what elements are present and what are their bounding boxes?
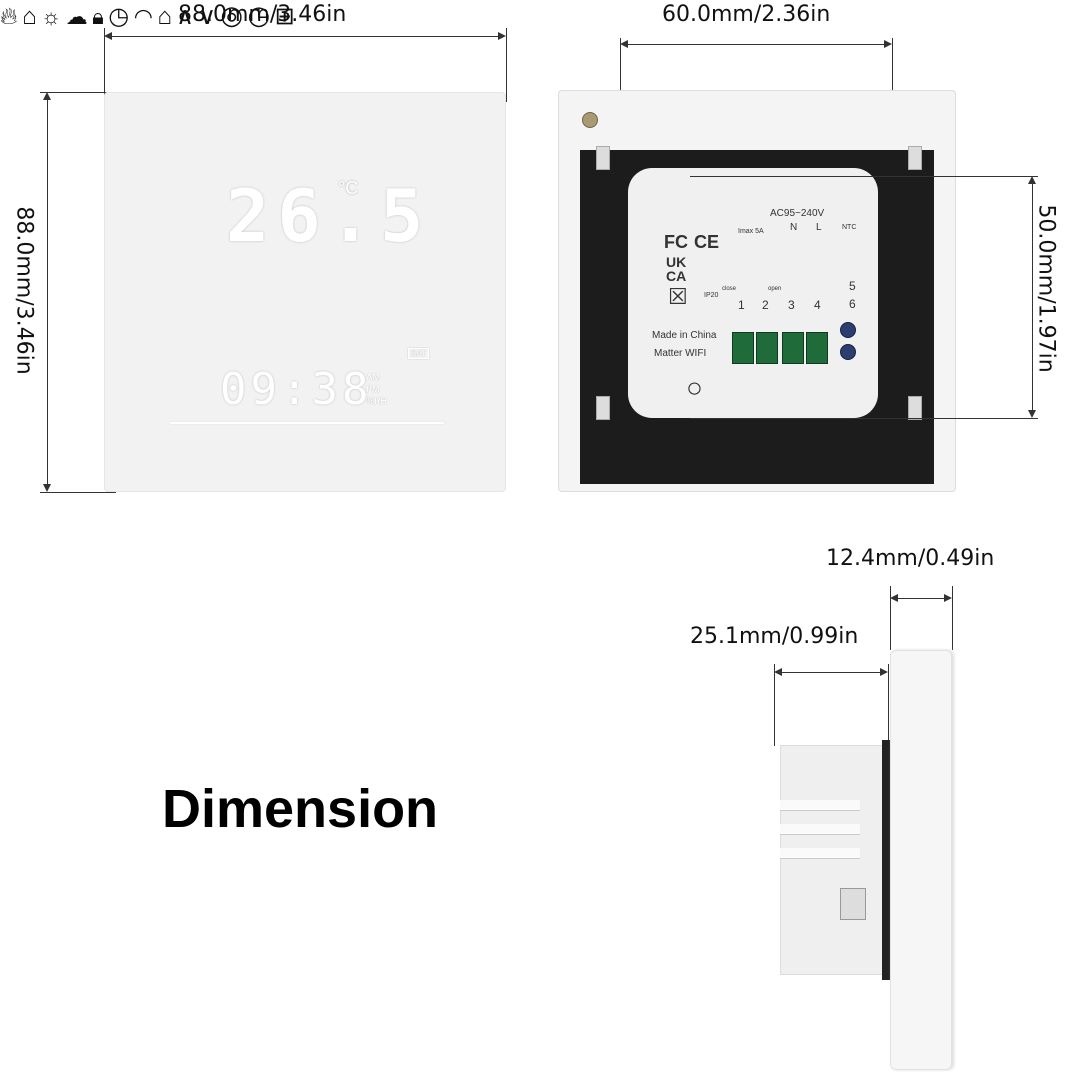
thermostat-side-body	[780, 745, 884, 975]
back-height-line	[1032, 180, 1033, 414]
up-icon[interactable]: ∧	[176, 3, 194, 30]
temperature-unit: °C	[338, 178, 359, 198]
mount-clip-bl	[596, 396, 610, 420]
ce-mark: CE	[694, 232, 720, 252]
imax-rating: Imax 5A	[738, 228, 764, 235]
front-width-tick-right	[506, 28, 507, 102]
body-depth-tick-left	[774, 664, 775, 746]
front-height-tick-top	[40, 92, 116, 93]
front-height-line	[47, 96, 48, 488]
front-width-tick-left	[104, 28, 105, 102]
body-depth-label: 25.1mm/0.99in	[690, 624, 859, 649]
side-bezel-edge	[882, 740, 892, 980]
mount-clip-tr	[908, 146, 922, 170]
terminal-6: 6	[849, 297, 856, 311]
back-width-line	[624, 44, 888, 45]
terminal-n: N	[790, 222, 798, 233]
ntc-label: NTC	[842, 224, 857, 231]
front-height-arrow-top	[43, 92, 51, 100]
front-height-arrow-bottom	[43, 484, 51, 492]
home-away-icon: ⌂	[157, 3, 172, 30]
body-depth-tick-right	[888, 664, 889, 746]
home-c-icon: ⌂	[22, 3, 37, 30]
mount-clip-br	[908, 396, 922, 420]
terminal-l: L	[816, 222, 822, 233]
cloud-icon: ☁	[65, 4, 88, 29]
terminal-block-4	[806, 332, 828, 364]
terminal-block-3	[782, 332, 804, 364]
front-width-arrow-right	[498, 32, 506, 40]
front-height-label: 88.0mm/3.46in	[11, 206, 37, 375]
thermostat-side-cover	[890, 650, 952, 1070]
cover-depth-tick-right	[952, 586, 953, 650]
side-port	[840, 888, 866, 920]
ip-rating: IP20	[704, 292, 719, 299]
corner-screw	[582, 112, 598, 128]
day-badge: SAT	[408, 348, 429, 359]
body-depth-arrow-right	[880, 668, 888, 676]
time-display: 09:38	[220, 364, 373, 415]
weee-icon: ☒	[668, 284, 688, 309]
fc-mark: FC	[664, 232, 688, 252]
terminal-block-2	[756, 332, 778, 364]
page-title: Dimension	[162, 779, 439, 839]
sun-icon: ☼	[41, 4, 62, 29]
back-width-arrow-right	[884, 40, 892, 48]
terminal-4: 4	[814, 298, 821, 312]
power-rating: AC95~240V	[770, 208, 825, 219]
body-depth-line	[778, 672, 884, 673]
wifi-icon: ◠	[133, 4, 153, 29]
cover-depth-arrow-right	[944, 594, 952, 602]
pm-indicator: PM	[366, 384, 380, 394]
cover-depth-line	[894, 598, 948, 599]
vent-icon: ○	[686, 372, 703, 403]
side-vent-slot-2	[780, 824, 860, 834]
temperature-display: 26.5	[226, 174, 432, 258]
timer-icon[interactable]: ◷	[247, 0, 271, 30]
terminal-2: 2	[762, 298, 769, 312]
front-width-line	[108, 36, 502, 37]
ukca-mark-top: UK	[666, 254, 687, 270]
body-depth-arrow-left	[774, 668, 782, 676]
cover-depth-label: 12.4mm/0.49in	[826, 546, 995, 571]
back-height-tick-top	[690, 176, 1038, 177]
terminal-3: 3	[788, 298, 795, 312]
back-height-arrow-bottom	[1028, 410, 1036, 418]
rear-module	[628, 168, 878, 418]
terminal-5: 5	[849, 279, 856, 293]
close-label: close	[722, 286, 737, 292]
flame-icon: 🔥︎	[0, 3, 18, 30]
ukca-mark-bottom: CA	[666, 268, 687, 284]
am-indicator: AM	[366, 372, 380, 382]
side-vent-slot-1	[780, 800, 860, 810]
front-width-label: 88.0mm/3.46in	[178, 2, 347, 27]
clock-icon: ◷	[108, 3, 130, 30]
thermostat-front-panel	[104, 92, 506, 492]
menu-icon[interactable]: ⊞	[274, 3, 295, 30]
back-height-label: 50.0mm/1.97in	[1033, 204, 1059, 373]
terminal-block-1	[732, 332, 754, 364]
cover-depth-tick-left	[890, 586, 891, 650]
back-height-tick-bottom	[690, 418, 1038, 419]
lock-icon: 🔒︎	[92, 4, 104, 29]
sensor-screw-1	[840, 322, 856, 338]
front-divider	[170, 422, 444, 424]
mount-clip-tl	[596, 146, 610, 170]
rh-indicator: %RH	[366, 396, 388, 406]
open-label: open	[768, 286, 782, 292]
down-icon[interactable]: ∨	[198, 3, 216, 30]
terminal-1: 1	[738, 298, 745, 312]
power-icon[interactable]: ◎	[220, 0, 244, 30]
made-in-label: Made in China	[652, 330, 717, 341]
sensor-screw-2	[840, 344, 856, 360]
front-height-tick-bottom	[40, 492, 116, 493]
back-width-arrow-left	[620, 40, 628, 48]
cover-depth-arrow-left	[890, 594, 898, 602]
side-vent-slot-3	[780, 848, 860, 858]
front-width-arrow-left	[104, 32, 112, 40]
back-height-arrow-top	[1028, 176, 1036, 184]
back-width-label: 60.0mm/2.36in	[662, 2, 831, 27]
matter-wifi-label: Matter WIFI	[654, 348, 707, 359]
